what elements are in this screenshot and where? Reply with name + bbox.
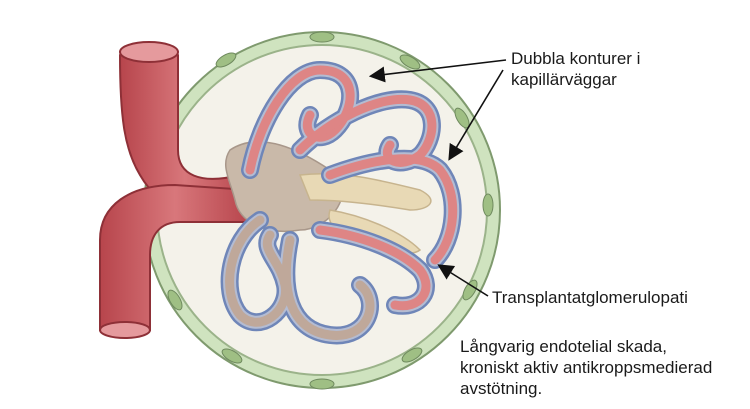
arrow-to-transplant-loop bbox=[437, 264, 489, 297]
label-double-contours-line-2: kapillärväggar bbox=[511, 70, 617, 89]
caption-line-3: avstötning. bbox=[460, 379, 543, 398]
capillary-loops bbox=[220, 61, 462, 345]
caption: Långvarig endotelial skada, kroniskt akt… bbox=[460, 336, 712, 399]
arrow-to-right-capillary bbox=[448, 69, 504, 161]
label-double-contours: Dubbla konturer i kapillärväggar bbox=[511, 48, 640, 90]
caption-line-2: kroniskt aktiv antikroppsmedierad bbox=[460, 358, 713, 377]
caption-line-1: Långvarig endotelial skada, bbox=[460, 337, 667, 356]
capsule-cells bbox=[167, 31, 494, 390]
label-transplant-glomerulopathy: Transplantatglomerulopati bbox=[492, 288, 688, 307]
label-double-contours-line-1: Dubbla konturer i bbox=[511, 49, 641, 68]
arrow-to-top-capillary bbox=[368, 59, 507, 83]
annotation-arrows bbox=[368, 59, 507, 297]
